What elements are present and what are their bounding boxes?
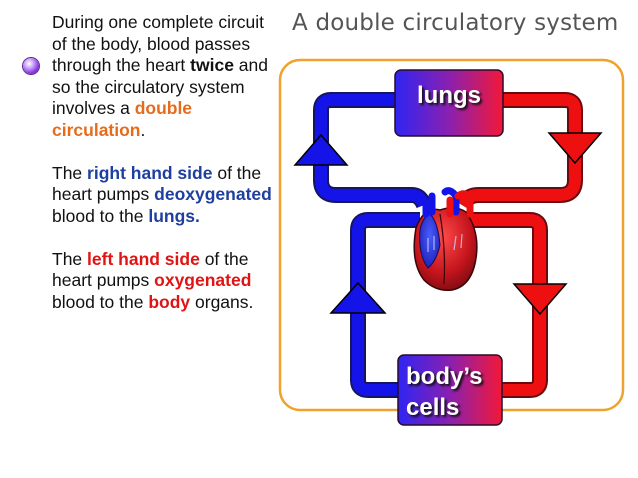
keyword: right hand side [87, 162, 213, 183]
text-run: During one complete circuit of the body,… [52, 12, 265, 75]
text-run: and so the circulatory system involves a [52, 55, 268, 118]
body-cells-label-line2: cells [406, 394, 460, 421]
arrow-up-icon [329, 281, 387, 314]
keyword: body [148, 291, 191, 312]
lungs-label: lungs [417, 82, 481, 109]
keyword: double circulation [52, 98, 193, 140]
keyword: oxygenated [154, 270, 252, 290]
paragraph: The right hand side of the heart pumps d… [52, 163, 277, 228]
text-run: of the heart pumps [52, 162, 262, 205]
bullet-icon [23, 58, 39, 74]
text-run: The [52, 248, 88, 269]
text-run: blood to the [52, 205, 149, 226]
keyword: deoxygenated [154, 184, 272, 204]
body-cells-box [397, 354, 503, 426]
slide-title: A double circulatory system [292, 10, 619, 36]
arrow-up-icon [293, 133, 349, 166]
text-run: organs. [190, 291, 254, 312]
keyword: lungs. [148, 205, 200, 226]
lungs-box [394, 69, 504, 137]
text-run: . [140, 119, 146, 140]
keyword: twice [190, 55, 234, 75]
heart-icon [413, 187, 478, 292]
body-cells-label: body’s cells [406, 361, 482, 423]
body-cells-label-line1: body’s [406, 363, 483, 390]
paragraph: During one complete circuit of the body,… [52, 12, 277, 141]
text-run: The [52, 162, 88, 183]
text-run: of the heart pumps [52, 248, 249, 291]
arrow-down-icon [512, 283, 568, 316]
explanation-text: During one complete circuit of the body,… [52, 12, 277, 335]
paragraph: The left hand side of the heart pumps ox… [52, 249, 277, 314]
keyword: left hand side [87, 248, 200, 269]
arrow-down-icon [547, 132, 603, 165]
text-run: blood to the [52, 291, 149, 312]
deoxygenated-vessels [313, 92, 432, 398]
